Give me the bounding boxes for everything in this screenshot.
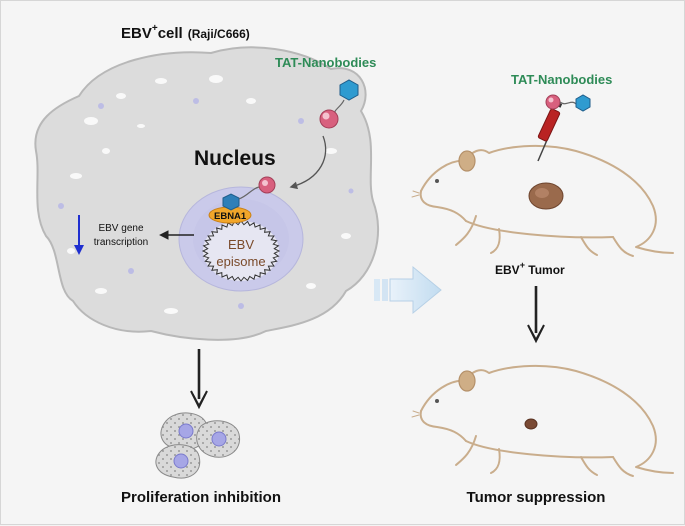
tumor-suppression-label: Tumor suppression [467,489,606,506]
transcription-label-line2: transcription [94,237,148,248]
nanobody-icon [319,79,359,129]
nanobody-icon [222,176,276,211]
down-arrow-icon [527,286,545,344]
cell-cluster-icon [155,412,241,479]
episome-label-line2: episome [216,254,265,269]
nanobody-icon [545,94,591,112]
transcription-label-line1: EBV gene [98,223,143,234]
entry-arrow [289,135,327,190]
nanobody-label-right: TAT-Nanobodies [511,72,612,87]
episome-label-line1: EBV [228,237,254,252]
nucleus-label: Nucleus [194,147,276,170]
down-arrow-icon [190,349,208,410]
nanobody-label: TAT-Nanobodies [275,55,376,70]
cell-body [34,46,380,341]
tumor-icon [524,418,538,430]
tumor-label: EBV+ Tumor [495,260,565,277]
ebv-episome [201,220,281,282]
tumor-icon [528,182,564,210]
mouse-icon [411,144,674,257]
cell-title: EBV+cell(Raji/C666) [121,23,250,42]
ebna1-label: EBNA1 [214,211,247,222]
mouse-icon [411,364,674,477]
transition-arrow-icon [374,265,442,315]
proliferation-label: Proliferation inhibition [121,489,281,506]
